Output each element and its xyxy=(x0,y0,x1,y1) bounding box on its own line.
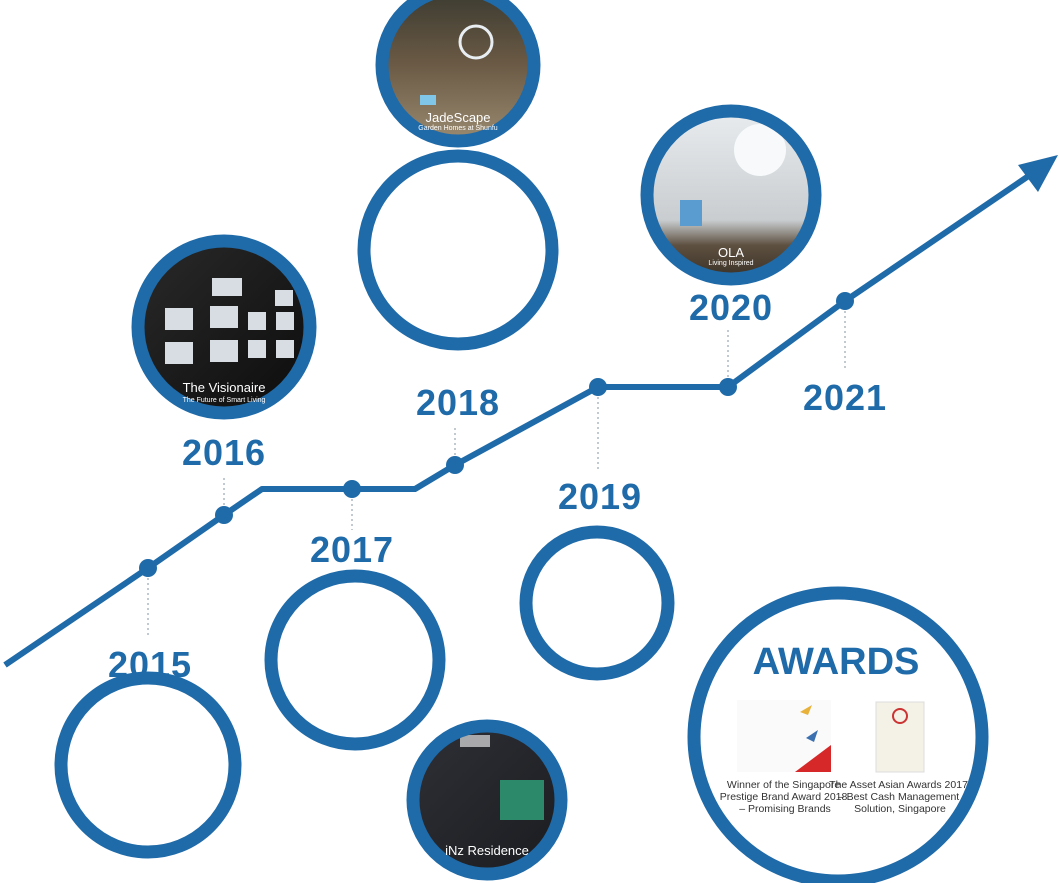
year-2016: 2016 xyxy=(182,432,266,473)
dot-2016 xyxy=(215,506,233,524)
circle-2015 xyxy=(54,671,242,859)
award-image-asset xyxy=(875,701,925,773)
dot-2020 xyxy=(719,378,737,396)
timeline-dots xyxy=(139,292,854,577)
dot-2019 xyxy=(589,378,607,396)
photo-jadescape: JadeScape Garden Homes at Shunfu xyxy=(375,0,541,148)
awards-circle: AWARDS Winner of the Singapore Prestige … xyxy=(687,586,989,883)
dot-2018 xyxy=(446,456,464,474)
timeline-line xyxy=(3,172,1032,668)
photo-visionaire: The Visionaire The Future of Smart Livin… xyxy=(131,234,317,420)
dot-2021 xyxy=(836,292,854,310)
ola-subtitle: Living Inspired xyxy=(708,260,753,267)
jadescape-subtitle: Garden Homes at Shunfu xyxy=(418,125,497,132)
circle-2017 xyxy=(264,569,446,751)
jadescape-title: JadeScape xyxy=(425,110,490,125)
awards-title: AWARDS xyxy=(753,641,920,683)
empty-circles xyxy=(54,149,675,859)
arrow-head-icon xyxy=(1018,155,1058,192)
award-2-caption: The Asset Asian Awards 2017 – Best Cash … xyxy=(829,779,971,815)
circle-2018 xyxy=(357,149,559,351)
dot-2015 xyxy=(139,559,157,577)
year-2017: 2017 xyxy=(310,529,394,570)
year-2018: 2018 xyxy=(416,382,500,423)
visionaire-subtitle: The Future of Smart Living xyxy=(183,397,266,404)
year-2021: 2021 xyxy=(803,377,887,418)
photo-ola: OLA Living Inspired xyxy=(640,104,822,286)
visionaire-title: The Visionaire xyxy=(183,380,266,395)
inz-title: iNz Residence xyxy=(445,843,529,858)
ola-title: OLA xyxy=(718,245,744,260)
award-1-caption: Winner of the Singapore Prestige Brand A… xyxy=(720,779,851,815)
circle-2019 xyxy=(519,525,675,681)
photo-inz: iNz Residence xyxy=(406,719,568,881)
dot-2017 xyxy=(343,480,361,498)
year-2020: 2020 xyxy=(689,287,773,328)
year-2019: 2019 xyxy=(558,476,642,517)
award-image-prestige xyxy=(737,700,831,772)
